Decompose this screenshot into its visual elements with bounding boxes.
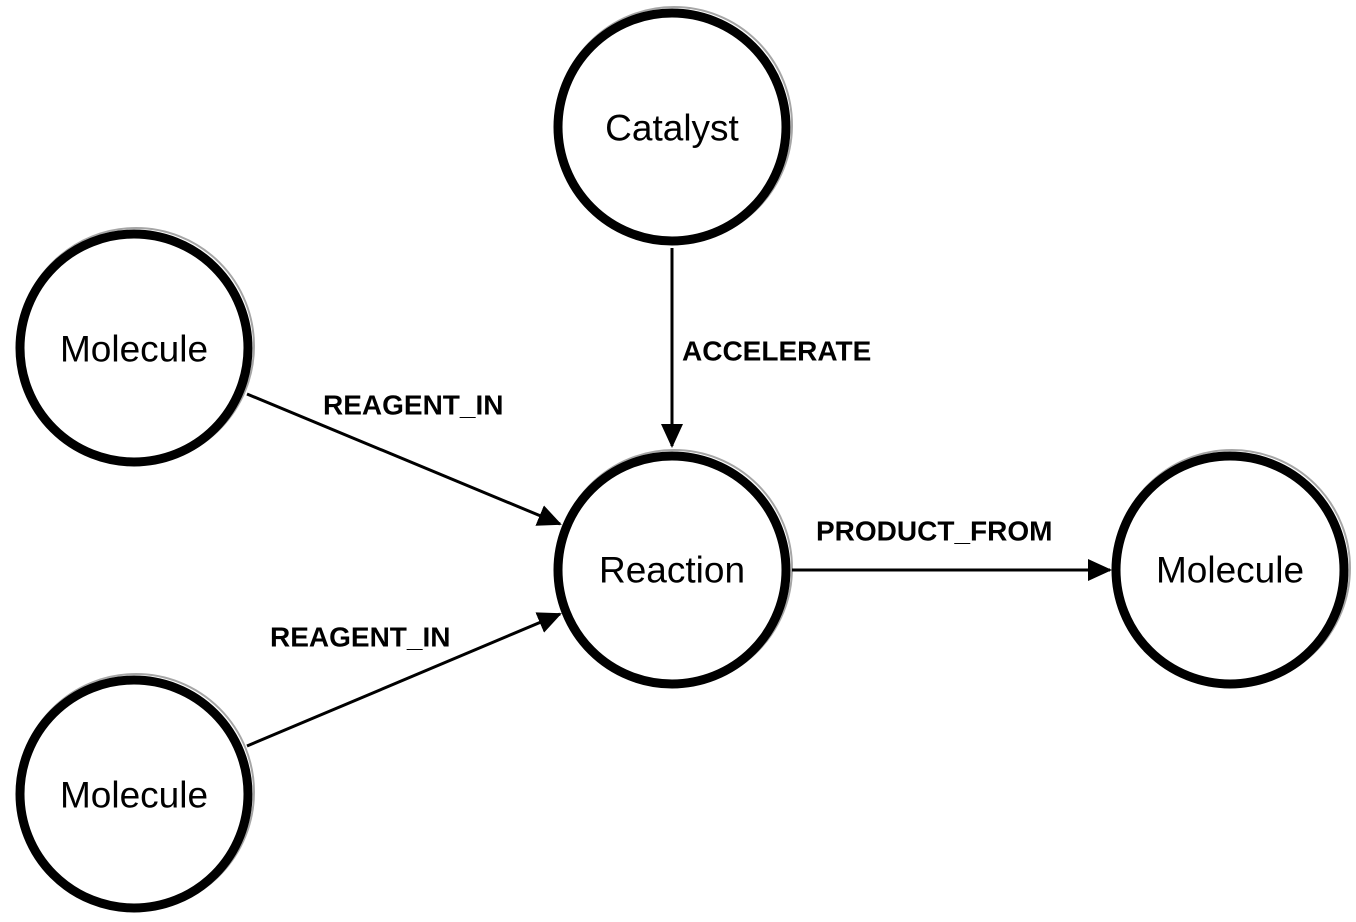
node-ring-catalyst (553, 8, 791, 246)
node-ring-inner-molecule-right (1113, 449, 1351, 687)
edge-label-reagent-in-bottom: REAGENT_IN (270, 622, 450, 653)
node-label-molecule-right: Molecule (1156, 550, 1304, 591)
node-reaction[interactable]: Reaction (553, 449, 793, 689)
node-ring-inner-reaction (555, 449, 793, 687)
edge-label-reagent-in-top: REAGENT_IN (323, 390, 503, 421)
node-ring-molecule-top (15, 229, 253, 467)
edge-reagent-in-top: REAGENT_IN (246, 390, 562, 526)
edge-product-from: PRODUCT_FROM (792, 516, 1112, 581)
node-label-reaction: Reaction (599, 550, 745, 591)
node-catalyst[interactable]: Catalyst (553, 6, 793, 246)
node-ring-molecule-bottom (15, 675, 253, 913)
node-molecule-top[interactable]: Molecule (15, 227, 255, 467)
edge-label-accelerate: ACCELERATE (682, 336, 871, 367)
edge-accelerate: ACCELERATE (661, 248, 871, 448)
node-molecule-right[interactable]: Molecule (1111, 449, 1351, 689)
node-ring-inner-catalyst (555, 6, 793, 244)
edge-line-reagent-in-bottom (246, 612, 562, 748)
node-label-molecule-bottom: Molecule (60, 775, 208, 816)
node-ring-inner-molecule-top (17, 227, 255, 465)
edge-line-reagent-in-top (246, 392, 562, 526)
node-label-molecule-top: Molecule (60, 329, 208, 370)
node-label-catalyst: Catalyst (605, 108, 739, 149)
edge-label-product-from: PRODUCT_FROM (816, 516, 1052, 547)
node-ring-inner-molecule-bottom (17, 673, 255, 911)
node-ring-reaction (553, 451, 791, 689)
node-molecule-bottom[interactable]: Molecule (15, 673, 255, 913)
edge-reagent-in-bottom: REAGENT_IN (246, 612, 562, 748)
node-ring-molecule-right (1111, 451, 1349, 689)
